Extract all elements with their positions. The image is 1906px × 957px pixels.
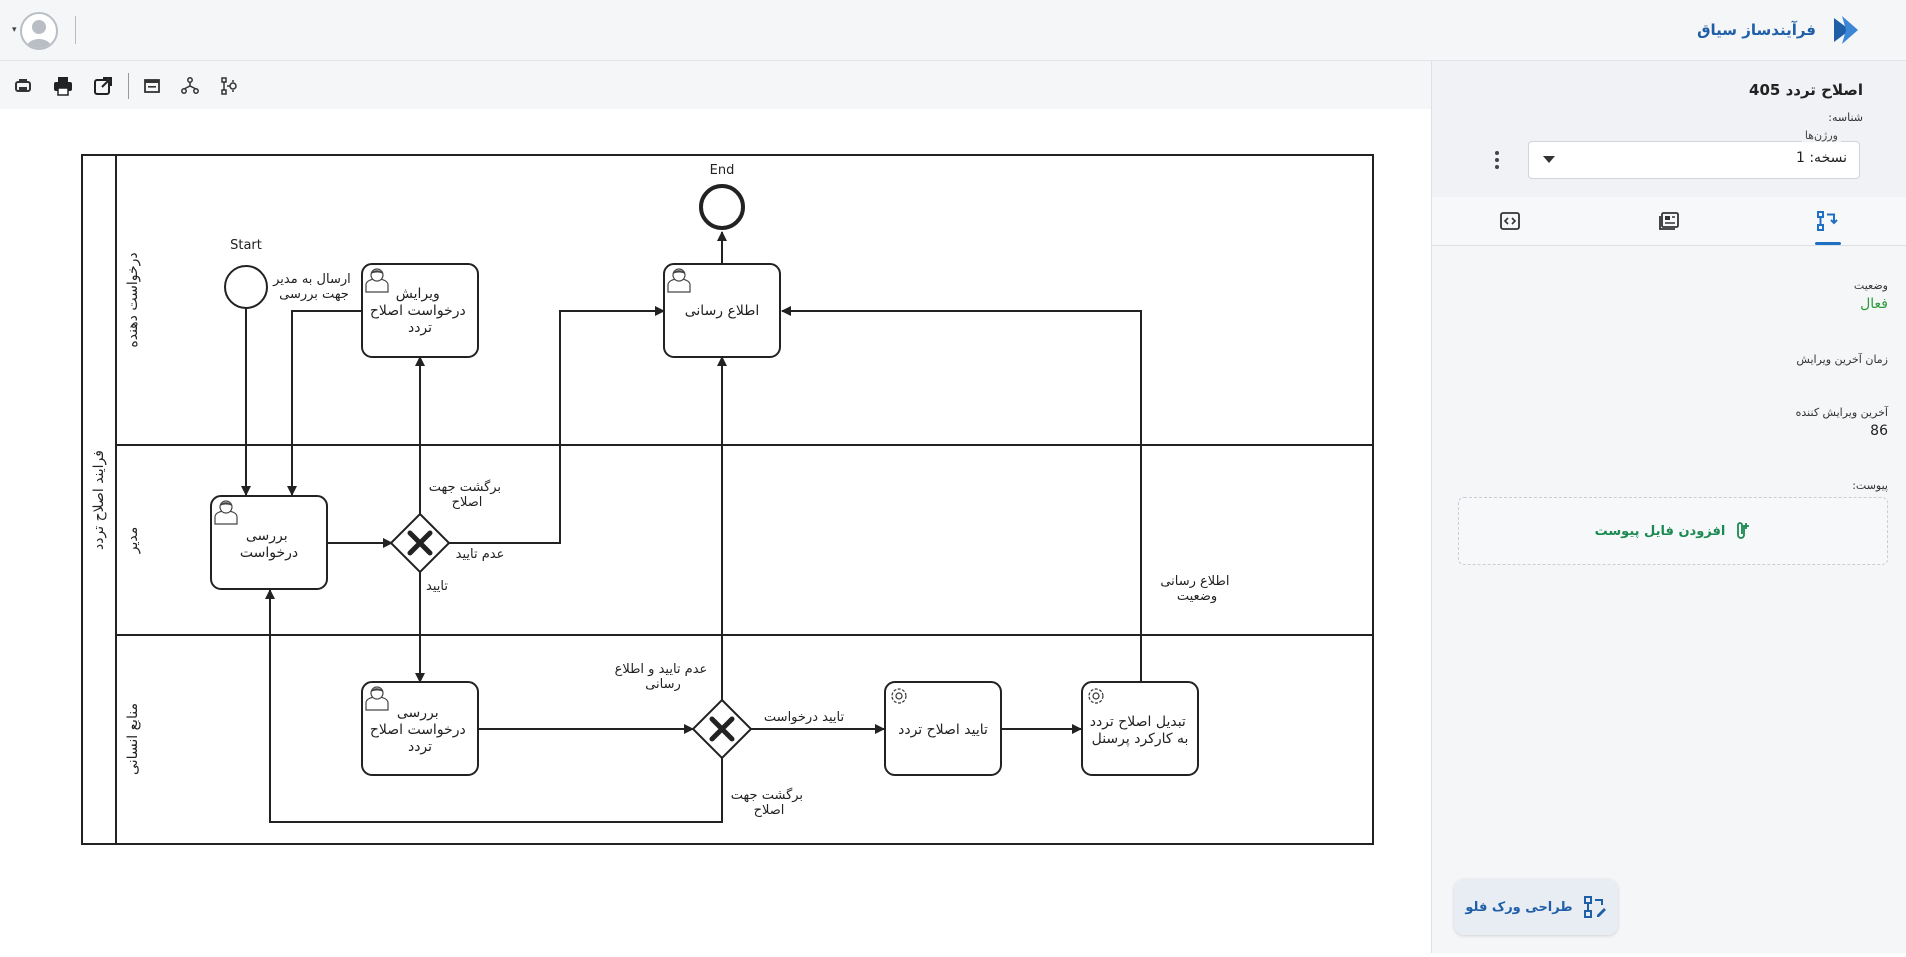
details-tab-icon [1659, 212, 1679, 230]
version-label: ورژن‌ها [1801, 129, 1841, 142]
last-edit-time-label: زمان آخرین ویرایش [1796, 353, 1888, 366]
properties-panel: اصلاح تردد 405 شناسه: ورژن‌ها نسخه: 1 وض… [1431, 61, 1906, 953]
status-value: فعال [1860, 296, 1888, 312]
pool-label: فرایند اصلاح تردد [91, 450, 107, 550]
svg-text:تبدیل اصلاح تردد به کا: تبدیل اصلاح تردد به کارکرد پرسنل [1090, 714, 1191, 747]
add-attachment-button[interactable]: افزودن فایل پیوست [1458, 497, 1888, 565]
svg-text:تایید اصلاح تردد: تایید اصلاح تردد [898, 722, 988, 738]
user-avatar-icon[interactable] [20, 12, 58, 50]
flow-label-not-approved-notify: عدم تایید و اطلاع رسانی [615, 662, 712, 692]
diagram-canvas[interactable]: فرایند اصلاح تردد درخواست دهنده مدیر منا… [0, 109, 1431, 953]
more-options-icon[interactable] [1487, 149, 1507, 171]
last-editor-value: 86 [1870, 423, 1888, 439]
lane-label-hr: منابع انسانی [125, 703, 141, 775]
user-menu-caret-icon[interactable]: ▾ [12, 25, 17, 35]
gateway-manager[interactable] [389, 512, 451, 574]
chevron-down-icon[interactable] [1543, 156, 1555, 163]
lane-label-requester: درخواست دهنده [125, 252, 141, 347]
svg-text:ویرایش درخواست اصلاح: ویرایش درخواست اصلاح تردد [370, 286, 470, 336]
top-bar-divider [75, 16, 76, 44]
svg-text:بررسی درخواست اصلاح: بررسی درخواست اصلاح تردد [370, 705, 470, 755]
workflow-design-icon [1583, 896, 1606, 918]
settings-flow-icon[interactable] [216, 73, 242, 99]
task-notify[interactable]: اطلاع رسانی [663, 263, 781, 358]
tab-flow[interactable] [1797, 197, 1857, 245]
process-title: اصلاح تردد 405 [1749, 81, 1863, 99]
flow-label-confirm-request: تایید درخواست [764, 710, 845, 725]
design-workflow-label: طراحی ورک فلو [1465, 899, 1573, 915]
flow-label-return-hr: برگشت جهت اصلاح [731, 787, 807, 818]
top-bar: ▾ فرآیندساز سیاق [0, 0, 1906, 61]
end-event[interactable] [699, 184, 745, 230]
status-field: وضعیت فعال [1854, 279, 1888, 312]
task-confirm-correction[interactable]: تایید اصلاح تردد [884, 681, 1002, 776]
last-edit-time-field: زمان آخرین ویرایش [1796, 353, 1888, 366]
attachment-label: پیوست: [1852, 479, 1888, 492]
flow-label-not-approved: عدم تایید [456, 547, 505, 562]
task-hr-review[interactable]: بررسی درخواست اصلاح تردد [361, 681, 479, 776]
brand-name: فرآیندساز سیاق [1697, 21, 1816, 39]
task-convert-correction[interactable]: تبدیل اصلاح تردد به کارکرد پرسنل [1081, 681, 1199, 776]
flow-label-approved: تایید [426, 579, 448, 594]
tab-code[interactable] [1480, 197, 1540, 245]
task-review-request[interactable]: بررسی درخواست [210, 495, 328, 590]
layout-icon[interactable] [139, 73, 165, 99]
svg-text:اطلاع رسانی: اطلاع رسانی [685, 303, 760, 319]
start-event[interactable] [224, 265, 268, 309]
lane-label-manager: مدیر [125, 527, 141, 554]
print-icon[interactable] [50, 73, 76, 99]
end-event-label: End [710, 163, 735, 178]
status-label: وضعیت [1853, 279, 1888, 292]
panel-tabs [1432, 197, 1906, 246]
flow-tab-icon [1817, 211, 1838, 231]
code-tab-icon [1500, 212, 1520, 230]
gateway-hr[interactable] [691, 698, 753, 760]
sequence-flows [241, 231, 1142, 823]
save-icon[interactable] [10, 73, 36, 99]
add-attachment-label: افزودن فایل پیوست [1594, 523, 1726, 539]
diagram-toolbar [0, 61, 1431, 109]
process-id-label: شناسه: [1828, 111, 1863, 124]
start-event-label: Start [230, 238, 262, 253]
open-external-icon[interactable] [90, 73, 116, 99]
version-value: نسخه: 1 [1795, 150, 1847, 166]
flow-label-return-manager: برگشت جهت اصلاح [429, 479, 505, 510]
last-editor-field: آخرین ویرایش کننده 86 [1796, 406, 1888, 439]
flow-label-send-to-manager: ارسال به مدیر جهت بررسی [272, 272, 355, 302]
bpmn-diagram[interactable]: فرایند اصلاح تردد درخواست دهنده مدیر منا… [0, 109, 1431, 953]
design-workflow-button[interactable]: طراحی ورک فلو [1454, 879, 1618, 935]
brand-logo-icon [1834, 16, 1858, 44]
flow-label-status-notify: اطلاع رسانی وضعیت [1160, 574, 1233, 604]
version-select[interactable]: ورژن‌ها نسخه: 1 [1528, 129, 1860, 179]
brand[interactable]: فرآیندساز سیاق [1697, 10, 1864, 50]
panel-header: اصلاح تردد 405 شناسه: ورژن‌ها نسخه: 1 [1432, 61, 1906, 198]
last-editor-label: آخرین ویرایش کننده [1795, 406, 1888, 419]
toolbar-divider [128, 73, 129, 99]
attachment-icon [1737, 522, 1750, 539]
svg-text:بررسی درخواست: بررسی درخواست [240, 528, 298, 561]
tab-details[interactable] [1639, 197, 1699, 245]
auto-layout-icon[interactable] [177, 73, 203, 99]
task-edit-request[interactable]: ویرایش درخواست اصلاح تردد [361, 263, 479, 358]
attachment-field: پیوست: [1852, 479, 1888, 492]
